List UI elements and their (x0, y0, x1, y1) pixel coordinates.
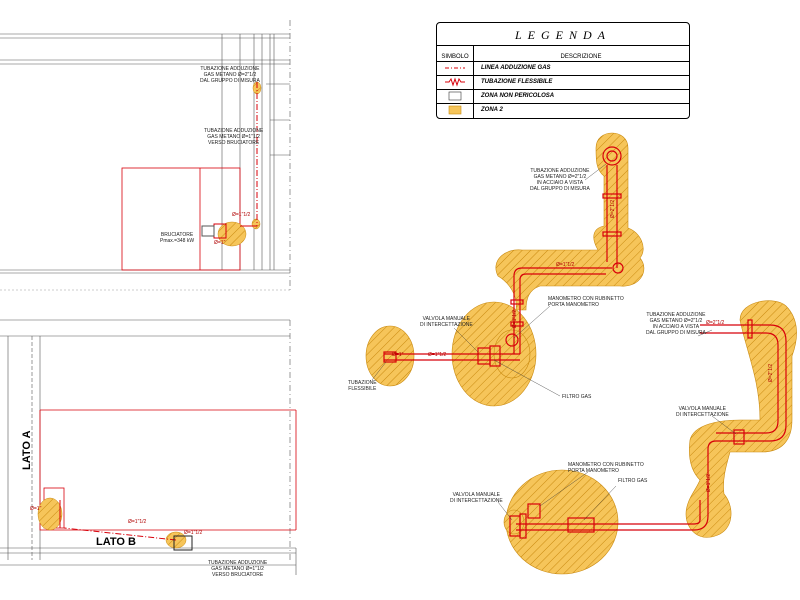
white-box-icon (448, 91, 462, 101)
legend-title: LEGENDA (515, 28, 611, 42)
flex-hose-icon (445, 77, 465, 87)
pipe-to-burner-label: TUBAZIONE ADDUZIONE GAS METANO Ø=1"1/2 V… (204, 128, 264, 146)
elevation-view (0, 20, 291, 291)
red-dashdot-line-icon (445, 67, 465, 69)
legend-col-description: DESCRIZIONE (560, 54, 602, 60)
yellow-box-icon (448, 105, 462, 115)
dim-label: Ø=1"1/2 (232, 212, 251, 218)
dim-label: Ø=2"1/2 (706, 320, 725, 326)
detail2-pipe (509, 319, 787, 539)
detail2-zone2 (503, 300, 797, 575)
legend-row: LINEA ADDUZIONE GAS (437, 61, 689, 76)
dim-label: Ø=1"1/2 (706, 473, 713, 493)
detail2-gauge-label: MANOMETRO CON RUBINETTO PORTA MANOMETRO (568, 462, 644, 474)
elevation-pipe (201, 82, 258, 239)
dim-label: Ø=1"1/2 (184, 530, 203, 536)
detail1-pipe-label: TUBAZIONE ADDUZIONE GAS METANO Ø=2"1/2 I… (530, 168, 590, 192)
plan-pipe-to-burner-label: TUBAZIONE ADDUZIONE GAS METANO Ø=1"1/2 V… (208, 560, 268, 578)
legend-row-text: LINEA ADDUZIONE GAS (481, 65, 551, 71)
legend-col-divider (473, 45, 474, 118)
leader-lines (371, 163, 737, 521)
side-a-label: LATO A (21, 430, 33, 470)
dim-label: Ø=1" (30, 506, 42, 512)
legend-col-symbol: SIMBOLO (441, 54, 469, 60)
legend-divider (437, 45, 689, 46)
legend-row: ZONA NON PERICOLOSA (437, 89, 689, 104)
dim-label: Ø=1"1/2 (428, 352, 447, 358)
legend-row: TUBAZIONE FLESSIBILE (437, 75, 689, 90)
dim-label: Ø=2"1/2 (610, 199, 617, 219)
dim-label: Ø=1"1/2 (128, 519, 147, 525)
legend-row-text: TUBAZIONE FLESSIBILE (481, 79, 553, 85)
detail2-filter-label: FILTRO GAS (618, 478, 648, 484)
burner-label: BRUCIATORE Pmax.=348 kW (160, 232, 195, 244)
plan-pipe (59, 500, 193, 551)
detail1-filter-label: FILTRO GAS (562, 394, 592, 400)
pipe-from-meter-label: TUBAZIONE ADDUZIONE GAS METANO Ø=2"1/2 D… (200, 66, 260, 84)
detail1-pipe (383, 146, 624, 367)
detail2-valve-right-label: VALVOLA MANUALE DI INTERCETTAZIONE (676, 406, 729, 418)
detail2-pipe-label: TUBAZIONE ADDUZIONE GAS METANO Ø=2"1/2 I… (646, 312, 706, 336)
detail1-gauge-label: MANOMETRO CON RUBINETTO PORTA MANOMETRO (548, 296, 624, 308)
legend-head-divider (437, 61, 689, 62)
side-b-label: LATO B (96, 536, 136, 548)
plan-room-outline (39, 409, 297, 531)
detail2-valve-left-label: VALVOLA MANUALE DI INTERCETTAZIONE (450, 492, 503, 504)
detail1-valve-label: VALVOLA MANUALE DI INTERCETTAZIONE (420, 316, 473, 328)
plan-view (0, 319, 297, 575)
burner-housing (121, 167, 241, 271)
legend-row: ZONA 2 (437, 103, 689, 117)
dim-label: Ø=1"1/2 (556, 262, 575, 268)
dim-label: Ø=1" (214, 240, 226, 246)
dim-label: Ø=1"1/2 (512, 309, 519, 329)
detail1-flex-label: TUBAZIONE FLESSIBILE (348, 380, 377, 392)
elevation-zone2 (217, 81, 262, 247)
legend-row-text: ZONA NON PERICOLOSA (481, 93, 555, 99)
detail1-zone2 (365, 132, 645, 407)
legend-row-text: ZONA 2 (481, 107, 503, 113)
dim-label: Ø=2"1/2 (768, 363, 775, 383)
dim-label: Ø=1" (392, 352, 404, 358)
legend: LEGENDA SIMBOLO DESCRIZIONE LINEA ADDUZI… (436, 22, 690, 119)
